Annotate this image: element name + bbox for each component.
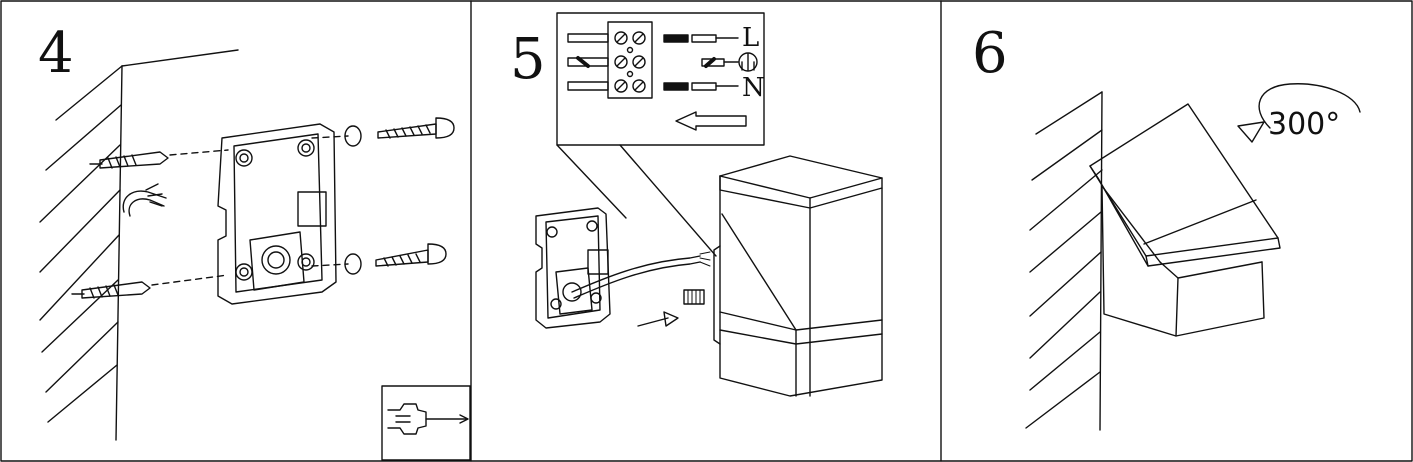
wall-plug-top <box>89 151 169 169</box>
wiring-detail-box <box>556 12 765 146</box>
output-wires <box>663 34 739 91</box>
lamp-body-6 <box>1089 103 1281 337</box>
screw-arrow-icon <box>637 311 679 327</box>
mounting-bracket-4 <box>217 123 337 305</box>
panel-5 <box>535 12 883 397</box>
live-label: L <box>742 23 759 53</box>
insert-arrow-icon <box>675 111 747 131</box>
screw-bottom <box>375 243 447 267</box>
washer-top <box>344 125 362 147</box>
supply-cable <box>571 255 701 293</box>
wall-6 <box>1025 91 1103 431</box>
washer-bottom <box>344 253 362 275</box>
wall-plug-bottom <box>71 281 151 299</box>
wall-4 <box>39 49 239 441</box>
step-number-4: 4 <box>38 21 74 86</box>
panel-6 <box>1025 83 1361 431</box>
wall-cable <box>122 183 167 217</box>
step-number-5: 5 <box>510 27 546 92</box>
panel-4 <box>39 49 471 461</box>
rotation-arrow-icon <box>1237 83 1361 143</box>
grub-screw <box>683 289 705 305</box>
screw-top <box>377 117 455 139</box>
rotation-angle-label: 300° <box>1268 107 1340 142</box>
callout-line-left <box>556 144 627 219</box>
terminal-block <box>607 21 653 99</box>
step-number-6: 6 <box>972 21 1008 86</box>
callout-line-right <box>619 144 717 257</box>
input-wires <box>567 33 609 91</box>
neutral-label: N <box>742 73 765 103</box>
lamp-body-5 <box>713 155 883 397</box>
earth-icon <box>738 52 758 72</box>
screwdriver-tool-box <box>381 385 471 461</box>
mounting-bracket-5 <box>535 207 611 329</box>
